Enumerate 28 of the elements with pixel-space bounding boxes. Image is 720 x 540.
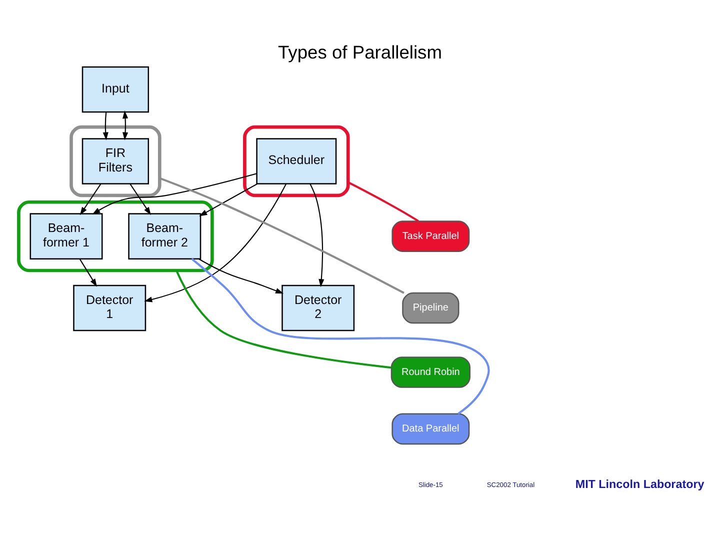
- arrow: [198, 258, 284, 294]
- node-box: Data Parallel: [392, 412, 470, 444]
- node-box: Round Robin: [390, 356, 470, 388]
- connector: [348, 180, 419, 222]
- arrow: [92, 172, 257, 214]
- arrow: [122, 110, 128, 140]
- connector: [191, 258, 490, 414]
- node-box: Detector 2: [282, 284, 355, 331]
- node-box: Pipeline: [402, 292, 460, 324]
- node-box: Beam- former 2: [128, 212, 202, 259]
- arrow: [130, 183, 151, 215]
- label: MIT Lincoln Laboratory: [575, 477, 704, 490]
- arrow: [199, 182, 258, 216]
- cluster: [17, 200, 214, 272]
- cluster: [243, 124, 350, 197]
- arrow: [79, 258, 97, 286]
- diagram-title: Types of Parallelism: [278, 40, 442, 62]
- node-box: Scheduler: [256, 138, 337, 184]
- connector: [159, 176, 404, 294]
- connector: [175, 270, 392, 368]
- node-box: FIR Filters: [82, 138, 150, 184]
- arrow: [102, 112, 108, 140]
- node-box: Detector 1: [73, 284, 146, 331]
- node-box: Input: [82, 66, 150, 112]
- node-box: Beam- former 1: [30, 212, 103, 259]
- arrow: [310, 183, 324, 287]
- cluster: [70, 124, 162, 197]
- node-box: Task Parallel: [392, 220, 470, 252]
